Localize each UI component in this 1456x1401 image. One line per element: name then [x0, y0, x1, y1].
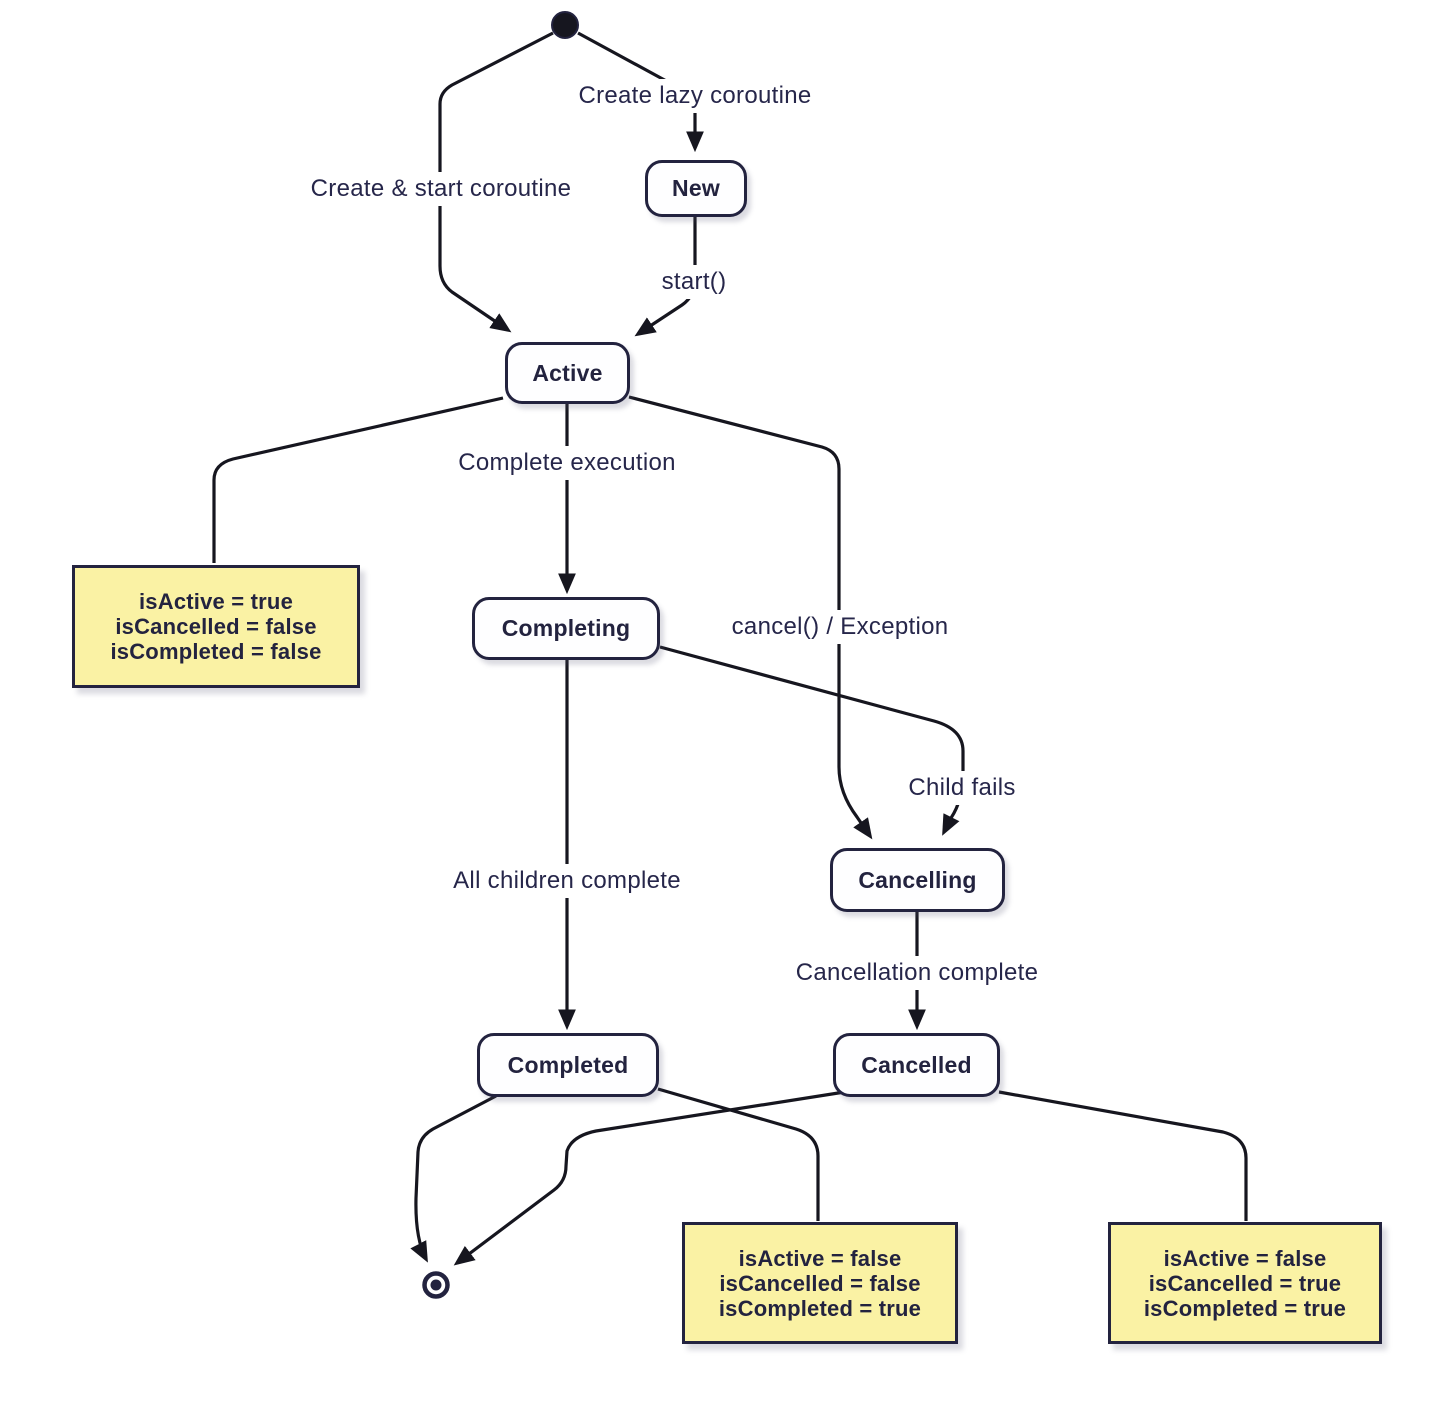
note-line: isCompleted = true [718, 1295, 922, 1321]
initial-state-dot [551, 11, 579, 39]
state-node-completing: Completing [472, 597, 660, 660]
edge-label-start: start() [653, 265, 735, 299]
note-line: isCompleted = false [110, 639, 322, 664]
edge-completed-to-note [657, 1087, 820, 1221]
note-line: isCancelled = false [719, 1270, 921, 1296]
final-state-inner-dot [430, 1279, 442, 1291]
edge-label-cancel-exception: cancel() / Exception [723, 610, 957, 644]
state-node-cancelled: Cancelled [833, 1033, 1000, 1097]
state-label-completed: Completed [507, 1051, 629, 1078]
state-label-cancelling: Cancelling [858, 866, 977, 893]
note-active-flags: isActive = true isCancelled = false isCo… [72, 565, 360, 688]
edge-label-complete-execution: Complete execution [450, 446, 684, 480]
note-completed-flags: isActive = false isCancelled = false isC… [682, 1222, 958, 1344]
note-line: isActive = true [138, 589, 293, 614]
edge-active-to-note [212, 396, 504, 563]
state-node-new: New [645, 160, 747, 217]
state-label-new: New [672, 175, 720, 201]
edge-label-all-children-complete: All children complete [445, 864, 689, 898]
edge-label-create-start-coroutine: Create & start coroutine [302, 172, 580, 206]
edge-cancelled-to-end [453, 1089, 852, 1266]
state-label-cancelled: Cancelled [861, 1051, 972, 1078]
edge-cancelled-to-note [998, 1090, 1248, 1221]
state-node-completed: Completed [477, 1033, 659, 1097]
state-node-active: Active [505, 342, 630, 404]
note-line: isActive = false [1163, 1245, 1327, 1271]
note-line: isActive = false [738, 1245, 902, 1271]
note-cancelled-flags: isActive = false isCancelled = true isCo… [1108, 1222, 1382, 1344]
edge-label-cancellation-complete: Cancellation complete [787, 956, 1047, 990]
edge-completing-to-cancelling [659, 645, 965, 836]
note-line: isCancelled = true [1148, 1270, 1342, 1296]
note-line: isCompleted = true [1143, 1295, 1347, 1321]
note-line: isCancelled = false [115, 614, 317, 639]
edge-label-child-fails: Child fails [900, 771, 1024, 805]
edge-completed-to-end [410, 1094, 497, 1263]
edge-label-create-lazy-coroutine: Create lazy coroutine [570, 79, 820, 113]
state-node-cancelling: Cancelling [830, 848, 1005, 912]
state-label-active: Active [532, 359, 603, 386]
state-label-completing: Completing [501, 615, 631, 641]
